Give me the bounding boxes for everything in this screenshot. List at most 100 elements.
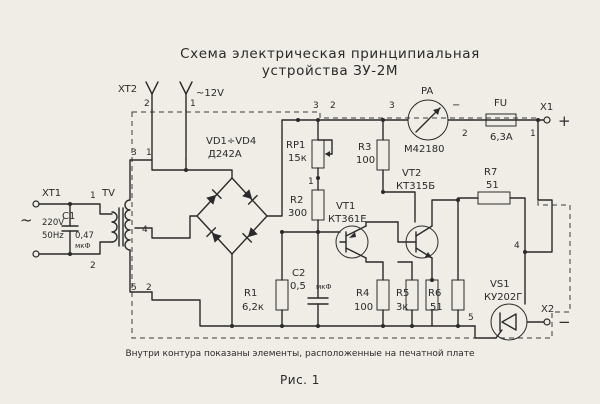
r7-resistor	[477, 191, 511, 205]
pa-minus: −	[452, 100, 460, 111]
pin-tv-3: 3	[131, 148, 137, 158]
r6b-resistor	[451, 279, 465, 311]
c1-ref: C1	[62, 211, 75, 222]
tilde-12v-label: ~12V	[196, 88, 224, 99]
bridge-plus-wire	[266, 119, 299, 217]
pin-vs-4: 4	[514, 241, 520, 251]
pin-bus-3: 3	[313, 101, 319, 111]
sec-wire-top	[129, 159, 153, 201]
vd3-diode	[206, 227, 222, 243]
bridge-ac-top-wire	[151, 159, 233, 179]
bridge-ac-bottom-wire	[151, 215, 198, 239]
vt1-ref: VT1	[336, 201, 355, 212]
r3-to-vt2-wire	[382, 191, 416, 223]
r6-value: 51	[430, 302, 443, 313]
pin-tv-1: 1	[146, 148, 152, 158]
vs1-return-wire	[524, 199, 553, 253]
bridge-ac-return-wire	[151, 291, 377, 327]
xt2-terminal	[145, 81, 193, 111]
r3-resistor	[376, 119, 390, 193]
c2-capacitor	[307, 231, 329, 327]
c2-value: 0,5	[290, 281, 306, 292]
pin-xt2-1: 1	[190, 99, 196, 109]
rp1-potentiometer	[311, 119, 333, 179]
r2-ref: R2	[290, 195, 303, 206]
r4-resistor	[376, 279, 390, 327]
vt2-collector-wire	[431, 199, 459, 227]
c2-ref: C2	[292, 268, 305, 279]
xt1-label: XT1	[42, 188, 61, 199]
xt2-label: XT2	[118, 84, 137, 95]
fu-ref: FU	[494, 98, 507, 109]
x2-sign: −	[558, 313, 571, 331]
vd1-diode	[206, 189, 222, 205]
fu-fuse	[469, 113, 539, 127]
pcb-outline	[131, 111, 571, 339]
c1-unit: мкФ	[75, 242, 91, 250]
vs1-ref: VS1	[490, 279, 510, 290]
pin-pa-2: 2	[462, 129, 468, 139]
mains-voltage-label: 220V	[42, 218, 64, 228]
pin-rp1-1: 1	[308, 177, 314, 187]
rp1-ref: RP1	[286, 140, 305, 151]
r3-ref: R3	[358, 142, 371, 153]
x1-label: X1	[540, 102, 553, 113]
pin-tv-5: 5	[131, 283, 137, 293]
mains-tilde: ~	[20, 211, 33, 229]
r5-ref: R5	[396, 288, 409, 299]
pin-xt2-2: 2	[144, 99, 150, 109]
pin-tv-2: 2	[146, 283, 152, 293]
vt1-transistor	[335, 225, 369, 259]
mains-frequency-label: 50Hz	[42, 231, 64, 241]
title-line-1: Схема электрическая принципиальная	[180, 46, 480, 62]
mains-wire-top	[38, 203, 113, 215]
r1-resistor	[275, 279, 289, 327]
r5-resistor	[405, 261, 419, 327]
xt1-terminal-bottom	[32, 250, 40, 258]
vs1-thyristor	[474, 303, 528, 341]
x1-terminal	[543, 116, 551, 124]
vt2-type: КТ315Б	[396, 181, 435, 192]
vt1-emitter-wire	[365, 257, 384, 281]
vt1-collector-wire	[365, 221, 399, 227]
vd2-diode	[242, 189, 258, 205]
fu-value: 6,3А	[490, 132, 513, 143]
r2-value: 300	[288, 208, 307, 219]
r7-ref: R7	[484, 167, 497, 178]
r6-ref: R6	[428, 288, 441, 299]
figure-label: Рис. 1	[280, 373, 320, 387]
x2-label: X2	[541, 304, 554, 315]
tv-transformer	[111, 199, 131, 251]
vd-ref: VD1÷VD4	[206, 136, 256, 147]
pin-tv-4: 4	[142, 225, 148, 235]
r1-value: 6,2к	[242, 302, 264, 313]
tv-ref: TV	[101, 188, 115, 199]
pin-bus-2: 2	[330, 101, 336, 111]
vd4-diode	[242, 227, 258, 243]
r7-right-wire	[509, 197, 526, 253]
r5-value: 3к	[396, 302, 408, 313]
vd-type: Д242А	[208, 149, 242, 160]
r2-resistor	[311, 177, 325, 233]
pa-ammeter	[397, 99, 471, 141]
vt2-transistor	[397, 225, 439, 259]
vt1-type: КТ361Е	[328, 214, 367, 225]
board-caption: Внутри контура показаны элементы, распол…	[125, 349, 475, 359]
c2-unit: мкФ	[316, 283, 332, 291]
c1-value: 0,47	[75, 231, 94, 241]
pa-type: М42180	[404, 144, 444, 155]
r4-ref: R4	[356, 288, 369, 299]
vs1-type: КУ202Г	[484, 292, 522, 303]
pin-x1-1: 1	[530, 129, 536, 139]
pin-vs-5: 5	[468, 313, 474, 323]
r3-value: 100	[356, 155, 375, 166]
xt1-terminal-top	[32, 200, 40, 208]
tap-wire	[134, 227, 153, 233]
r4-value: 100	[354, 302, 373, 313]
pin-xt1-1: 1	[90, 191, 96, 201]
pin-xt1-2: 2	[90, 261, 96, 271]
sec-wire-bottom	[129, 249, 153, 293]
pin-pa-3: 3	[389, 101, 395, 111]
